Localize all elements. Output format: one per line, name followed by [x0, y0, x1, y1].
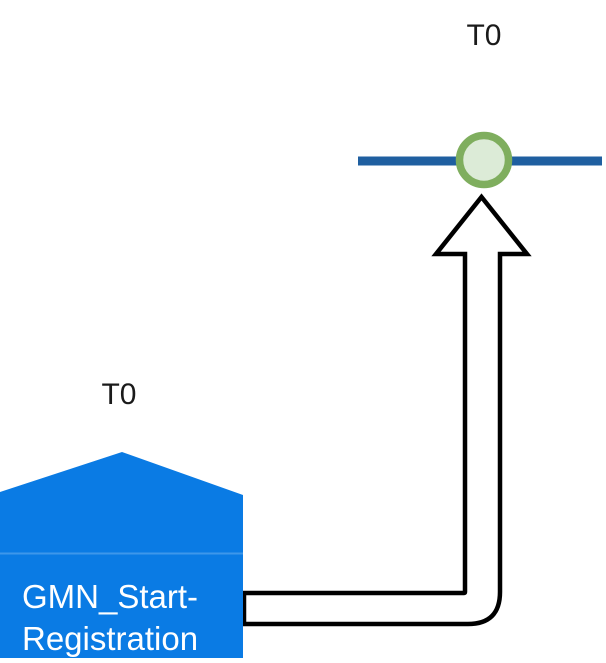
top-event-label: T0 [466, 19, 501, 52]
pool-name-line-1: GMN_Start- [22, 578, 198, 615]
pool-name-line-2: Registration [22, 620, 198, 657]
pool-t0-label: T0 [101, 378, 136, 411]
intermediate-event-node[interactable] [455, 131, 513, 189]
event-circle [455, 131, 513, 189]
pool-shape-group[interactable] [0, 452, 243, 658]
message-flow-connector[interactable] [241, 193, 532, 627]
arrow-connector-path [241, 193, 532, 627]
pool-pentagon [0, 452, 243, 658]
